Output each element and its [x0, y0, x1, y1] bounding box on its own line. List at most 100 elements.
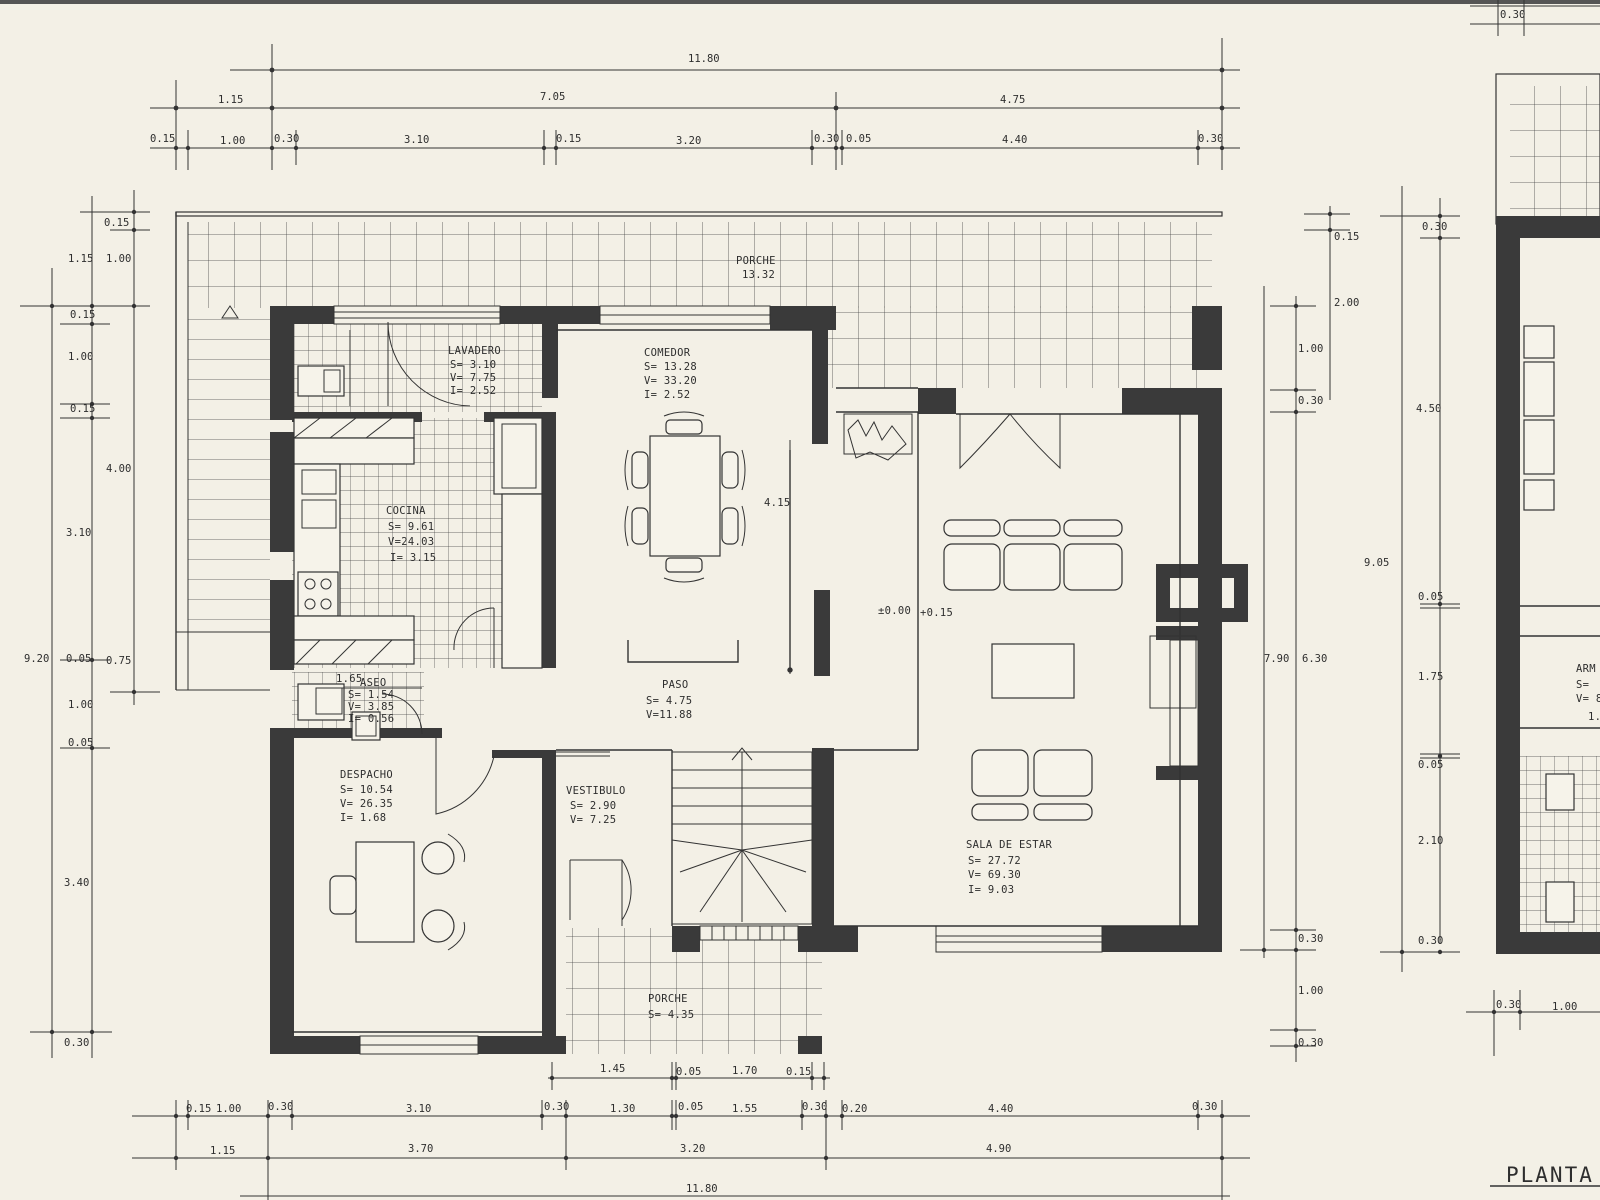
plan-title: PLANTA [1506, 1163, 1594, 1187]
dim-top-r3-9: 4.40 [1002, 134, 1027, 146]
lavadero-name: LAVADERO [448, 345, 501, 357]
despacho-name: DESPACHO [340, 769, 393, 781]
despacho-s: S= 10.54 [340, 784, 393, 796]
level-mark-2: +0.15 [920, 607, 953, 619]
plan2-dim-v2: 4.50 [1416, 403, 1441, 415]
lavadero-i: I= 2.52 [450, 385, 496, 397]
dim-bot-r1-1: 0.15 [186, 1103, 211, 1115]
dim-right-in-1: 0.15 [1334, 231, 1359, 243]
dim-bot-overall: 11.80 [686, 1183, 718, 1195]
dim-bot-r2-2: 3.70 [408, 1143, 433, 1155]
plan2-room-s: S= [1576, 679, 1589, 691]
stair-arrow-icon [221, 305, 239, 319]
dim-bot-porch-4: 0.15 [786, 1066, 811, 1078]
living-room-furniture [843, 413, 1123, 821]
sideboard [627, 640, 739, 663]
dim-top-r3-3: 0.30 [274, 133, 299, 145]
vestibulo-s: S= 2.90 [570, 800, 616, 812]
dim-right-in-4: 0.30 [1298, 395, 1323, 407]
bottom-dimension-ticks [173, 1075, 1225, 1161]
plan2-dim-v7: 2.10 [1418, 835, 1443, 847]
dim-bot-r1-10: 0.20 [842, 1103, 867, 1115]
plan2-dim-v3: 9.05 [1364, 557, 1389, 569]
dim-left-mid-1: 1.00 [106, 253, 131, 265]
plan2-room-v: V= 8 [1576, 693, 1600, 705]
dim-bot-r1-7: 0.05 [678, 1101, 703, 1113]
dim-bot-r1-9: 0.30 [802, 1101, 827, 1113]
lavadero-s: S= 3.10 [450, 359, 496, 371]
porche-bottom-name: PORCHE [648, 993, 688, 1005]
dim-top-r3-2: 1.00 [220, 135, 245, 147]
dim-bot-r1-3: 0.30 [268, 1101, 293, 1113]
despacho-v: V= 26.35 [340, 798, 393, 810]
left-dimension-lines [20, 190, 160, 1058]
dim-left-in-2: 0.15 [70, 309, 95, 321]
staircase [671, 747, 813, 925]
doors [435, 738, 632, 926]
porch-right-tiles [820, 306, 1212, 388]
dim-left-in-1: 0.15 [104, 217, 129, 229]
lavadero-fixtures [297, 321, 471, 407]
dim-left-mid-2: 4.00 [106, 463, 131, 475]
plan2-dim-v8: 0.30 [1418, 935, 1443, 947]
dim-left-outer-2: 9.20 [24, 653, 49, 665]
dim-right-in-2: 2.00 [1334, 297, 1359, 309]
plan2-dim-v4: 0.05 [1418, 591, 1443, 603]
level-mark: ±0.00 [878, 605, 911, 617]
paso-s: S= 4.75 [646, 695, 692, 707]
porche-bottom-area: S= 4.35 [648, 1009, 694, 1021]
dim-bot-r2-1: 1.15 [210, 1145, 235, 1157]
dim-bot-r1-6: 1.30 [610, 1103, 635, 1115]
dim-top-r3-4: 3.10 [404, 134, 429, 146]
plan2-dim-v1: 0.30 [1422, 221, 1447, 233]
plan2-dim-top: 0.30 [1500, 9, 1525, 21]
office-furniture [329, 833, 466, 951]
second-plan [1380, 0, 1600, 1187]
porch-top-tiles [188, 222, 1212, 308]
dim-bot-r1-8: 1.55 [732, 1103, 757, 1115]
aseo-s: S= 1.54 [348, 689, 394, 701]
dim-left-outer-1: 1.15 [68, 253, 93, 265]
porche-top-area: 13.32 [742, 269, 775, 281]
dim-left-in-6: 0.05 [66, 653, 91, 665]
sala-name: SALA DE ESTAR [966, 839, 1052, 851]
kitchen-fixtures [293, 417, 543, 669]
comedor-v: V= 33.20 [644, 375, 697, 387]
dim-right-outer-1: 7.90 [1264, 653, 1289, 665]
right-dimension-lines [1240, 206, 1350, 1062]
plan2-dim-b1: 0.30 [1496, 999, 1521, 1011]
aseo-width: 1.65 [336, 673, 363, 685]
aseo-name: ASEO [360, 677, 387, 689]
dim-top-r3-6: 3.20 [676, 135, 701, 147]
side-stair-treads [188, 306, 270, 632]
comedor-i: I= 2.52 [644, 389, 690, 401]
dim-bot-porch-3: 1.70 [732, 1065, 757, 1077]
dim-top-r2-2: 7.05 [540, 91, 565, 103]
dim-right-in-3: 1.00 [1298, 343, 1323, 355]
lavadero-v: V= 7.75 [450, 372, 496, 384]
paso-name: PASO [662, 679, 689, 691]
comedor-depth-line [787, 440, 793, 674]
dim-bot-r1-4: 3.10 [406, 1103, 431, 1115]
dim-left-in-9: 3.40 [64, 877, 89, 889]
dim-left-mid-3: 0.75 [106, 655, 131, 667]
dim-bot-porch-1: 1.45 [600, 1063, 625, 1075]
dim-bot-porch-2: 0.05 [676, 1066, 701, 1078]
dim-top-r3-7: 0.30 [814, 133, 839, 145]
plan2-dim-v6: 0.05 [1418, 759, 1443, 771]
dining-table [624, 411, 746, 583]
dim-top-r2-3: 4.75 [1000, 94, 1025, 106]
right-dimension-ticks [1261, 211, 1333, 1049]
dim-left-in-5: 3.10 [66, 527, 91, 539]
dim-bot-r2-3: 3.20 [680, 1143, 705, 1155]
dim-top-r3-1: 0.15 [150, 133, 175, 145]
dim-left-in-7: 1.00 [68, 699, 93, 711]
dim-right-in-6: 0.30 [1298, 933, 1323, 945]
dim-right-in-5: 6.30 [1302, 653, 1327, 665]
vestibulo-name: VESTIBULO [566, 785, 626, 797]
dim-left-in-10: 0.30 [64, 1037, 89, 1049]
aseo-fixtures [297, 683, 423, 741]
dim-left-in-3: 1.00 [68, 351, 93, 363]
porche-top-name: PORCHE [736, 255, 776, 267]
